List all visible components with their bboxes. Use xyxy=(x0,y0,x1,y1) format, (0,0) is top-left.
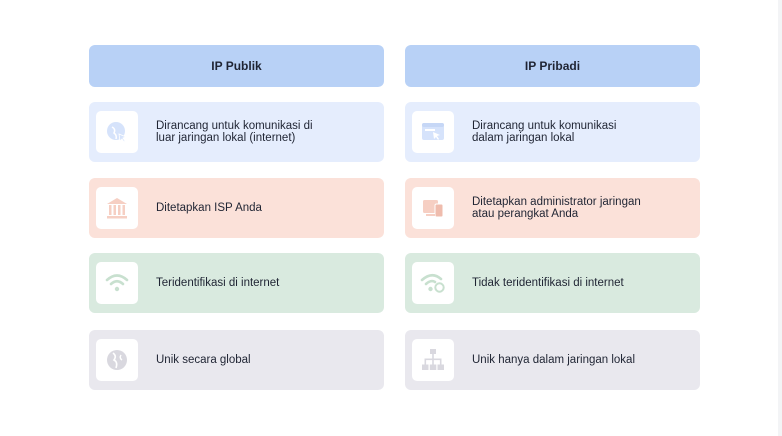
row-text: Unik secara global xyxy=(156,353,251,366)
row-assignment: Ditetapkan ISP Anda xyxy=(89,178,384,238)
network-tree-icon xyxy=(412,339,454,381)
browser-window-icon xyxy=(412,111,454,153)
wifi-off-icon xyxy=(412,262,454,304)
row-text: Tidak teridentifikasi di internet xyxy=(472,276,624,289)
row-text: Dirancang untuk komunikasi dalam jaringa… xyxy=(472,119,617,145)
row-uniqueness: Unik hanya dalam jaringan lokal xyxy=(405,330,700,390)
column-public-ip: IP Publik Dirancang untuk komunikasi di … xyxy=(89,45,384,390)
row-assignment: Ditetapkan administrator jaringan atau p… xyxy=(405,178,700,238)
column-header: IP Publik xyxy=(89,45,384,87)
row-identification: Tidak teridentifikasi di internet xyxy=(405,253,700,313)
wifi-icon xyxy=(96,262,138,304)
row-text: Unik hanya dalam jaringan lokal xyxy=(472,353,636,366)
row-text: Ditetapkan administrator jaringan atau p… xyxy=(472,195,641,221)
row-communication: Dirancang untuk komunikasi di luar jarin… xyxy=(89,102,384,162)
row-text: Teridentifikasi di internet xyxy=(156,276,280,289)
institution-icon xyxy=(96,187,138,229)
row-communication: Dirancang untuk komunikasi dalam jaringa… xyxy=(405,102,700,162)
right-edge-strip xyxy=(778,0,782,436)
row-text: Dirancang untuk komunikasi di luar jarin… xyxy=(156,119,313,145)
row-text: Ditetapkan ISP Anda xyxy=(156,201,262,214)
column-private-ip: IP Pribadi Dirancang untuk komunikasi da… xyxy=(405,45,700,390)
devices-icon xyxy=(412,187,454,229)
globe-icon xyxy=(96,339,138,381)
globe-pointer-icon xyxy=(96,111,138,153)
column-header: IP Pribadi xyxy=(405,45,700,87)
row-identification: Teridentifikasi di internet xyxy=(89,253,384,313)
row-uniqueness: Unik secara global xyxy=(89,330,384,390)
